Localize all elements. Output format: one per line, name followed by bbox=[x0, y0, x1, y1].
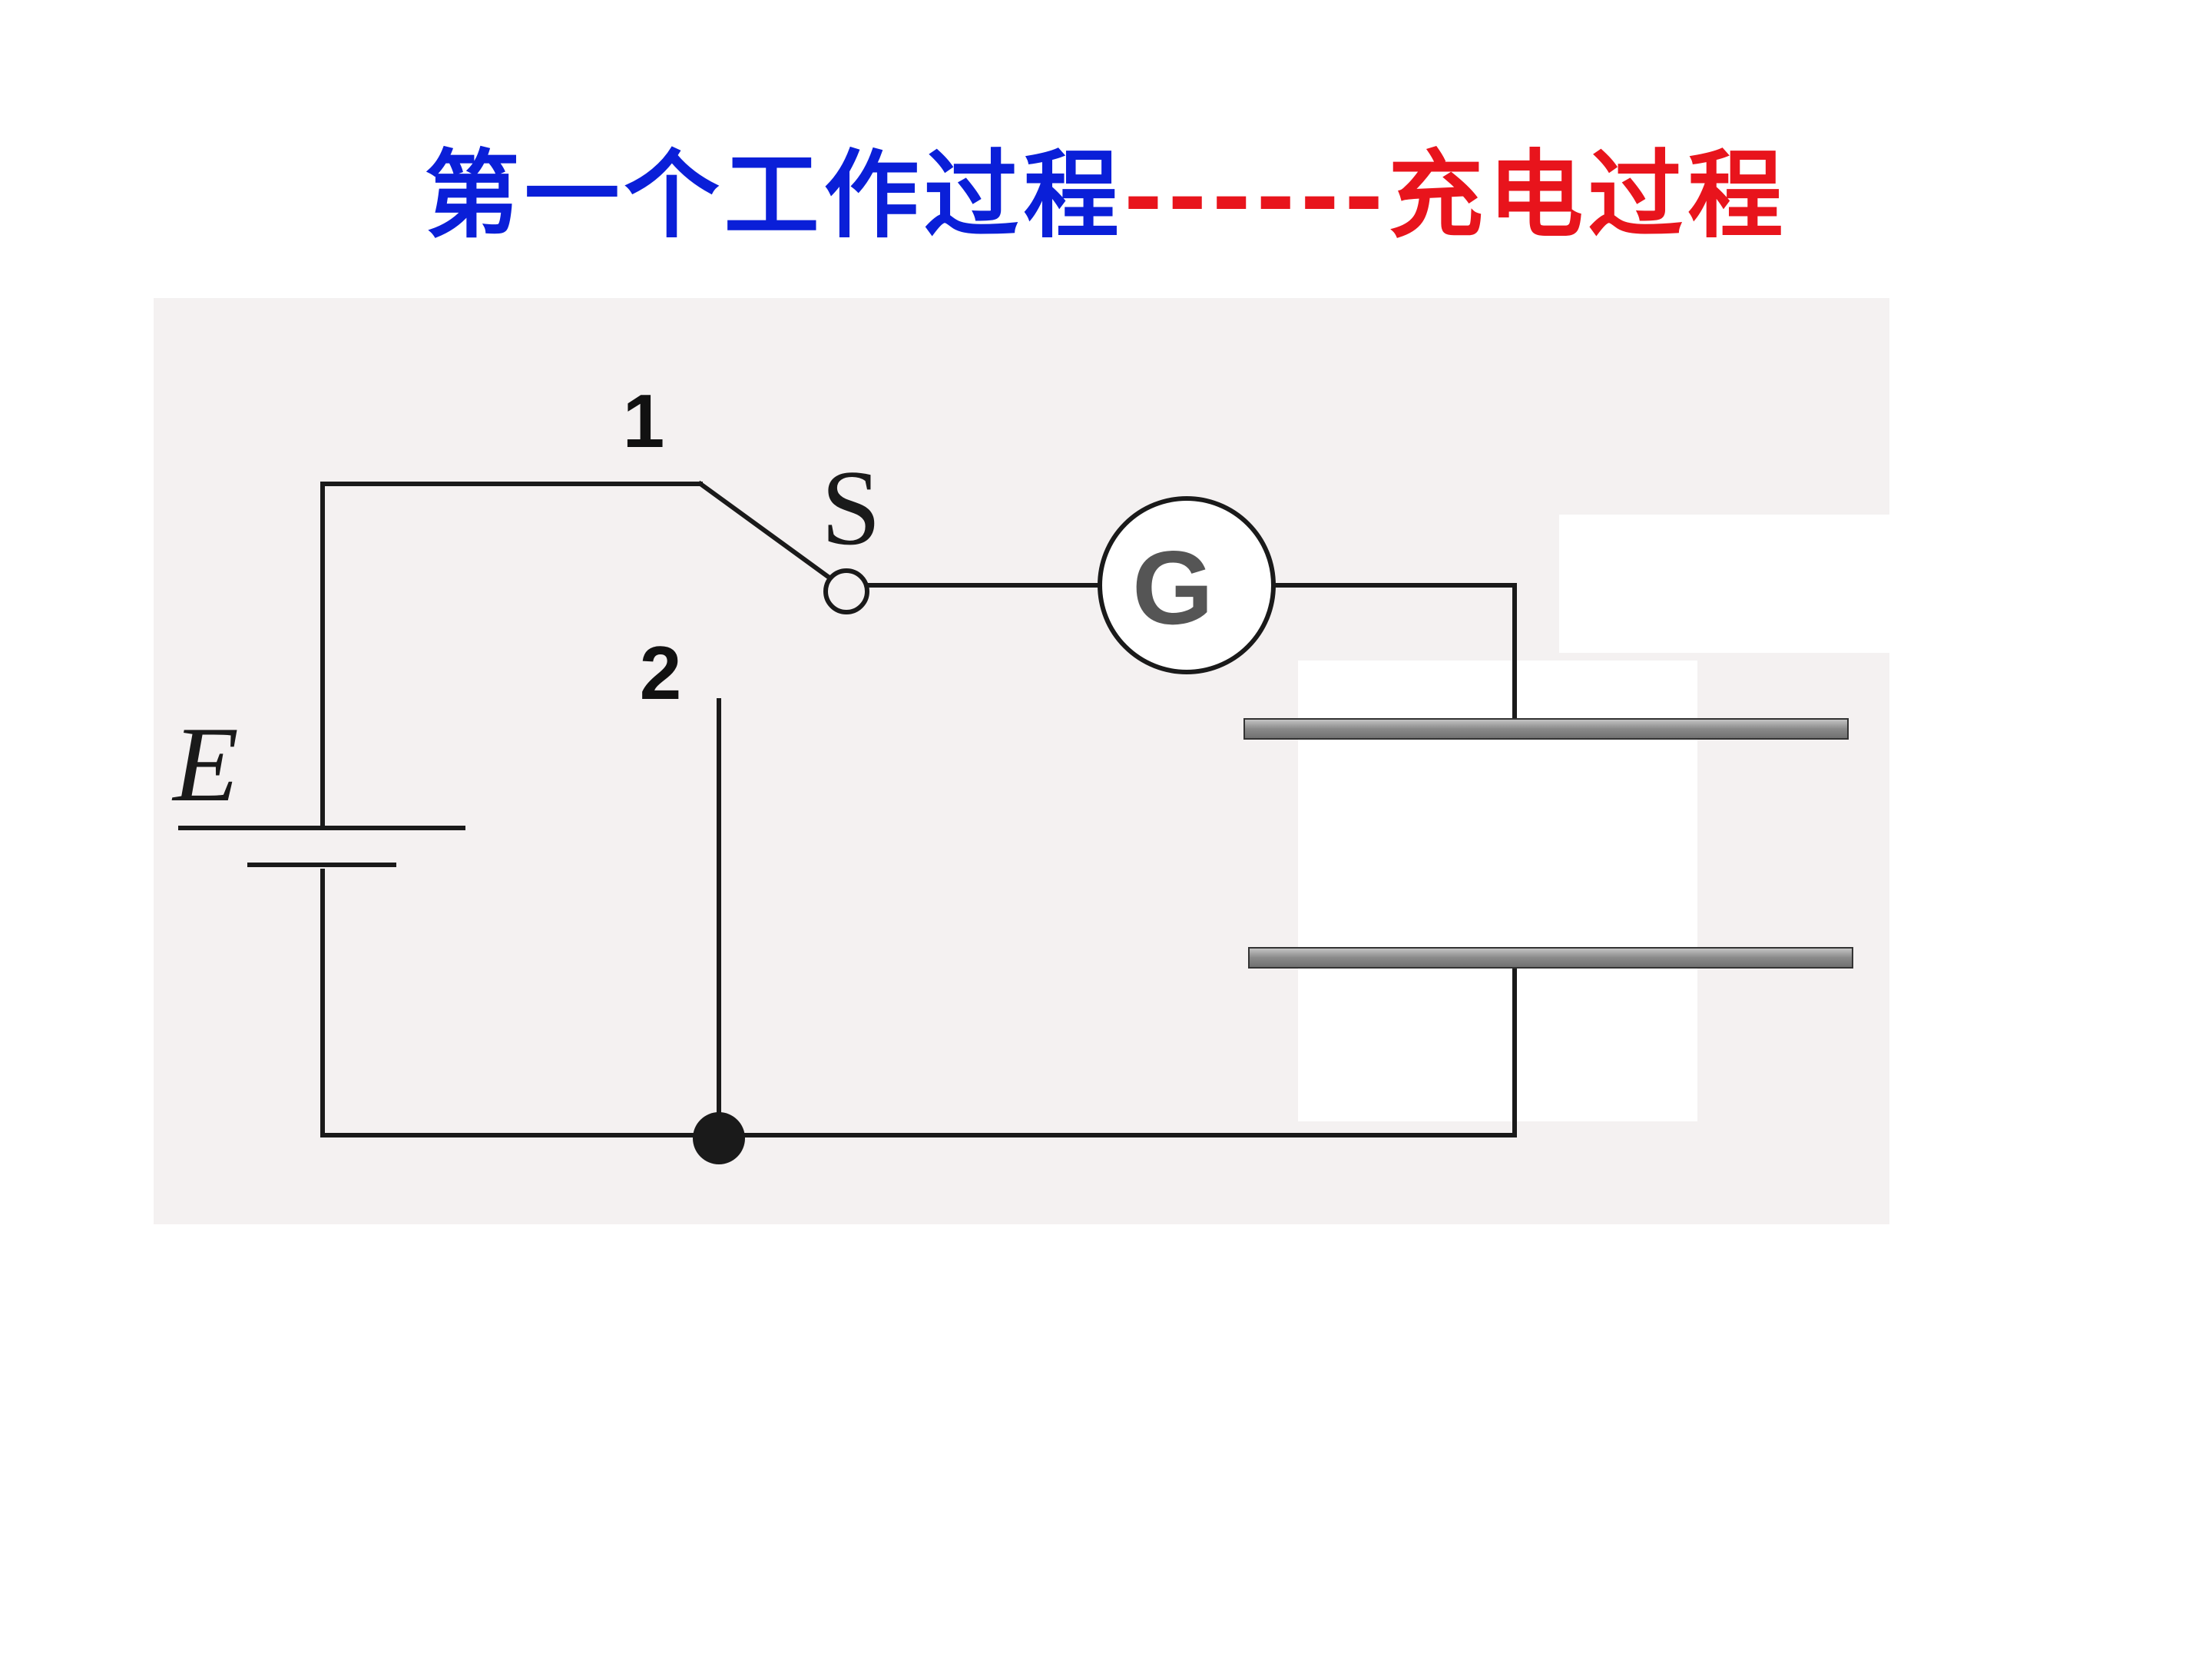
emf-label: E bbox=[171, 705, 239, 824]
capacitor-region-top bbox=[1559, 515, 1889, 653]
title-process: 充电过程 bbox=[1388, 140, 1788, 252]
terminal-1-label: 1 bbox=[623, 379, 665, 463]
capacitor-bottom-plate bbox=[1248, 947, 1853, 969]
title-main: 第一个工作过程 bbox=[424, 140, 1124, 252]
terminal-2-label: 2 bbox=[640, 631, 682, 715]
wire-battery-bottom bbox=[320, 869, 1517, 1137]
galvanometer bbox=[1098, 496, 1276, 674]
capacitor-top-plate bbox=[1243, 718, 1849, 740]
switch-label: S bbox=[821, 449, 881, 568]
page-title: 第一个工作过程------充电过程 bbox=[0, 118, 2212, 256]
switch-pivot bbox=[823, 568, 869, 614]
wire-battery-to-terminal-1 bbox=[320, 482, 703, 826]
switch-blade bbox=[697, 480, 839, 586]
galvanometer-label: G bbox=[1132, 529, 1214, 646]
wire-galvanometer-to-capacitor bbox=[1273, 583, 1517, 723]
junction-dot bbox=[693, 1112, 745, 1164]
title-separator: ------ bbox=[1123, 140, 1389, 252]
